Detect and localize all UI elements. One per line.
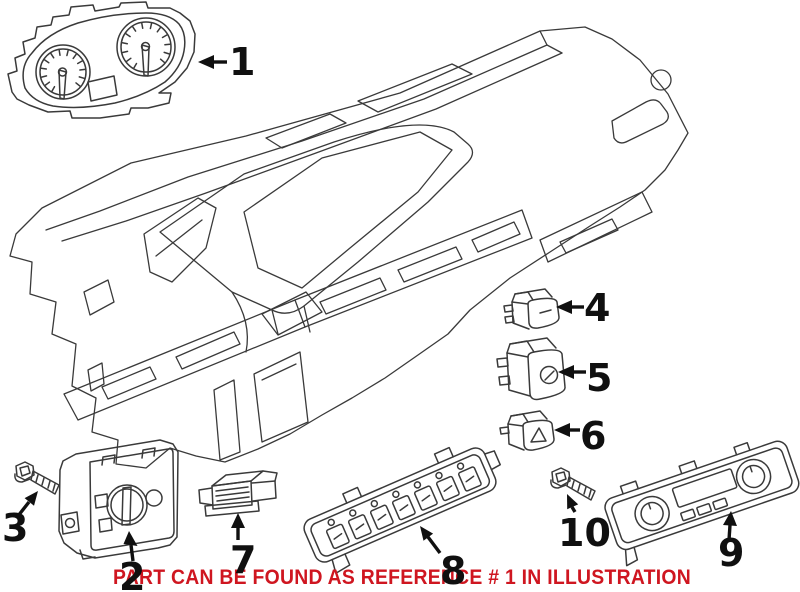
callout-5-label: 5	[586, 356, 612, 400]
callout-8: 8	[420, 526, 466, 592]
cluster-hood-recess	[159, 124, 474, 314]
callout-7: 7	[230, 513, 256, 582]
climate-control-9-drawing	[604, 440, 800, 567]
callout-4: 4	[556, 286, 610, 330]
switch-5-drawing	[496, 337, 566, 401]
headlight-switch-drawing	[58, 439, 179, 560]
left-air-vent	[143, 197, 217, 283]
callout-5: 5	[558, 356, 612, 400]
callout-6-arrow	[554, 423, 570, 437]
connector-7-drawing	[198, 470, 278, 517]
callout-9-label: 9	[718, 531, 744, 575]
callout-2-arrow	[123, 531, 138, 546]
callout-9: 9	[718, 511, 744, 575]
callout-8-label: 8	[440, 549, 466, 592]
climate-knob-left	[634, 495, 670, 532]
instrument-cluster-drawing	[7, 1, 196, 119]
callout-5-arrow	[558, 365, 574, 379]
speaker-hole	[650, 69, 672, 91]
climate-knob-right	[735, 458, 772, 495]
hazard-switch-drawing	[499, 410, 555, 451]
callout-7-arrow	[231, 513, 245, 528]
callout-10-label: 10	[558, 511, 611, 555]
speedometer-gauge	[35, 44, 91, 100]
climate-display	[671, 468, 738, 508]
headlight-knob	[106, 484, 148, 526]
callout-8-arrow	[420, 526, 434, 541]
dashboard-drawing	[9, 26, 689, 469]
callout-7-label: 7	[230, 538, 256, 582]
callout-10-arrow	[567, 494, 579, 510]
callout-2: 2	[119, 531, 145, 592]
hazard-triangle-icon	[530, 427, 547, 443]
callout-1-arrow	[198, 55, 214, 69]
callout-9-arrow	[723, 511, 737, 526]
screw-10-drawing	[550, 467, 596, 501]
callout-1-label: 1	[229, 40, 255, 84]
callout-6: 6	[554, 414, 606, 458]
callout-3-arrow	[24, 491, 38, 506]
callout-4-arrow	[556, 300, 572, 314]
screw-3-drawing	[14, 461, 60, 495]
tachometer-gauge	[116, 17, 176, 77]
reference-caption: PART CAN BE FOUND AS REFERENCE # 1 IN IL…	[113, 565, 691, 589]
callout-1: 1	[198, 40, 255, 84]
callout-10: 10	[558, 494, 611, 555]
callouts: 1 2 3 4 5 6 7	[2, 40, 744, 592]
switch-4-drawing	[503, 288, 560, 330]
switch-panel-8-drawing	[303, 446, 501, 574]
callout-4-label: 4	[584, 286, 610, 330]
callout-3-label: 3	[2, 506, 28, 550]
defroster-vent	[357, 63, 473, 113]
cluster-display-window	[87, 75, 118, 102]
callout-6-label: 6	[580, 414, 606, 458]
defroster-vent	[265, 113, 347, 149]
callout-2-label: 2	[119, 555, 145, 592]
side-air-vent	[611, 99, 669, 144]
callout-3: 3	[2, 491, 38, 550]
